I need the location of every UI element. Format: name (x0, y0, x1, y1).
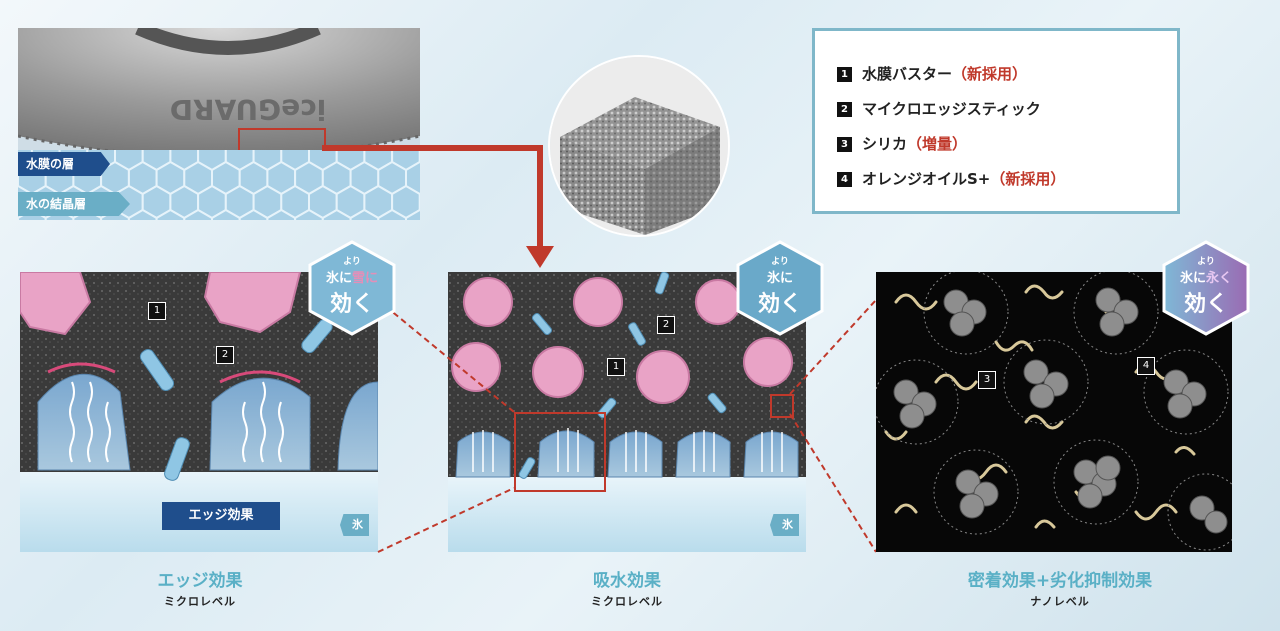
legend-num: 3 (837, 137, 852, 152)
legend-label: 水膜バスター (862, 65, 953, 83)
badge-ice: より 氷に 効く (734, 240, 826, 336)
badge-ice-long: より 氷に永く 効く (1160, 240, 1252, 336)
badge-top-text: より (343, 257, 361, 267)
marker-1-left: 1 (148, 302, 166, 320)
legend-note: （新採用） (952, 65, 1028, 83)
tire-illustration: iceGUARD (18, 28, 420, 163)
legend-num: 2 (837, 102, 852, 117)
microscope-circle-image (548, 55, 730, 237)
badge-line1b: 永く (1206, 271, 1233, 286)
badge-line1a: 氷に (325, 271, 352, 286)
legend-label: マイクロエッジスティック (862, 100, 1041, 118)
legend-num: 1 (837, 67, 852, 82)
marker-4-right: 4 (1137, 357, 1155, 375)
water-absorption-panel (448, 272, 806, 552)
zoom-box-middle (514, 412, 606, 492)
caption-sub: ミクロレベル (164, 595, 236, 608)
nano-level-panel (876, 272, 1232, 552)
legend-label: シリカ (862, 135, 908, 153)
caption-right: 密着効果+劣化抑制効果 ナノレベル (910, 566, 1210, 609)
badge-ice-snow: より 氷に雪に 効く (306, 240, 398, 336)
legend-item-1: 1 水膜バスター（新採用） (837, 63, 1027, 84)
caption-main: 密着効果+劣化抑制効果 (967, 571, 1153, 591)
badge-line1: 氷に (766, 271, 793, 286)
marker-2-middle: 2 (657, 316, 675, 334)
badge-line2: 効く (1183, 292, 1228, 317)
badge-line1a: 氷に (1179, 271, 1206, 286)
edge-effect-callout: エッジ効果 (162, 502, 280, 530)
legend-item-3: 3 シリカ（増量） (837, 133, 967, 154)
badge-top-text: より (1197, 257, 1215, 267)
legend-num: 4 (837, 172, 852, 187)
zoom-box-small (770, 394, 794, 418)
marker-2-left: 2 (216, 346, 234, 364)
badge-line2: 効く (757, 292, 802, 317)
legend-label: オレンジオイルS+ (862, 170, 991, 188)
caption-left: エッジ効果 ミクロレベル (100, 566, 300, 609)
caption-sub: ナノレベル (1030, 595, 1090, 608)
badge-line2: 効く (329, 292, 374, 317)
tire-brand-text: iceGUARD (170, 93, 327, 126)
caption-main: 吸水効果 (593, 571, 661, 591)
marker-1-middle: 1 (607, 358, 625, 376)
legend-note: （新採用） (990, 170, 1066, 188)
edge-effect-callout-text: エッジ効果 (188, 508, 254, 523)
ice-tag-left: 氷 (340, 514, 369, 536)
legend-item-4: 4 オレンジオイルS+（新採用） (837, 168, 1065, 189)
zoom-arrow (322, 145, 554, 268)
marker-3-right: 3 (978, 371, 996, 389)
legend-item-2: 2 マイクロエッジスティック (837, 98, 1041, 119)
caption-sub: ミクロレベル (591, 595, 663, 608)
badge-top-text: より (771, 257, 789, 267)
caption-middle: 吸水効果 ミクロレベル (527, 566, 727, 609)
legend-note: （増量） (907, 135, 968, 153)
water-film-label: 水膜の層 (18, 152, 110, 176)
ice-crystal-label: 水の結晶層 (18, 192, 130, 216)
ice-tag-middle: 氷 (770, 514, 799, 536)
badge-line1b: 雪に (352, 271, 379, 286)
caption-main: エッジ効果 (157, 571, 243, 591)
